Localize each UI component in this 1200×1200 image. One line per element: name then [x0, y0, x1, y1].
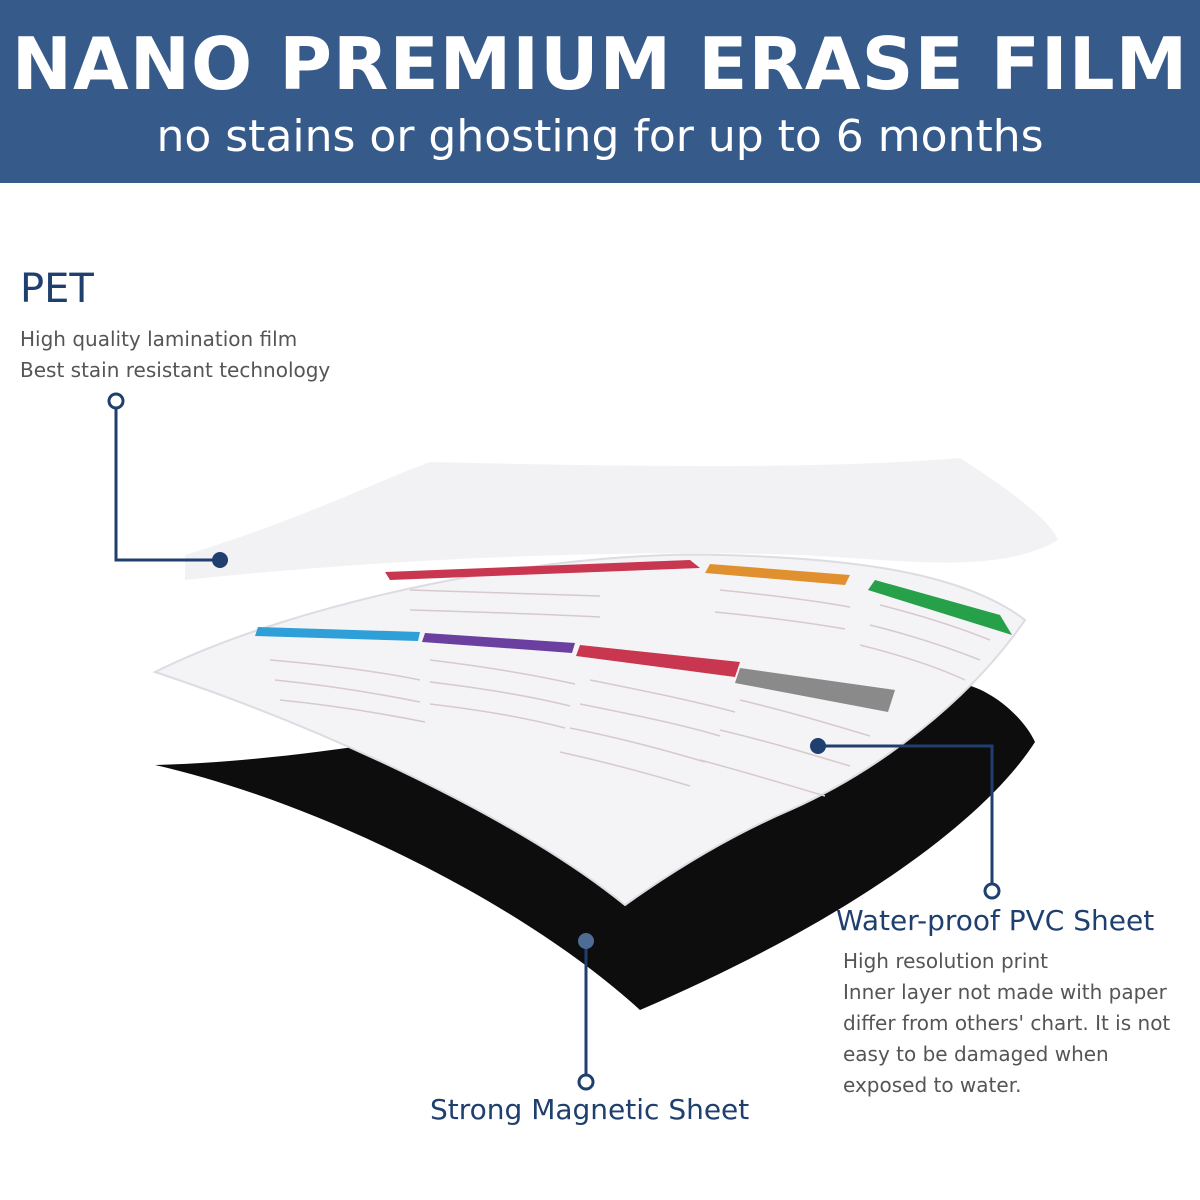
- pet-title: PET: [20, 266, 94, 312]
- page-subtitle: no stains or ghosting for up to 6 months: [156, 111, 1044, 162]
- pvc-line: easy to be damaged when: [843, 1042, 1109, 1066]
- pet-line: High quality lamination film: [20, 327, 298, 351]
- pvc-connector: [818, 744, 994, 890]
- pvc-anchor-dot: [810, 738, 826, 754]
- pvc-line: exposed to water.: [843, 1073, 1022, 1097]
- pvc-description: High resolution print Inner layer not ma…: [843, 946, 1170, 1101]
- magnet-title: Strong Magnetic Sheet: [430, 1093, 750, 1126]
- pet-connector: [114, 402, 220, 562]
- pvc-title: Water-proof PVC Sheet: [836, 904, 1155, 937]
- pet-film: [185, 458, 1058, 580]
- pet-description: High quality lamination film Best stain …: [20, 324, 330, 386]
- pet-anchor-ring: [107, 392, 125, 410]
- page-title: NANO PREMIUM ERASE FILM: [11, 22, 1189, 106]
- pet-line: Best stain resistant technology: [20, 358, 331, 382]
- pvc-anchor-ring: [983, 882, 1001, 900]
- header-banner: NANO PREMIUM ERASE FILM no stains or gho…: [0, 0, 1200, 183]
- pvc-line: Inner layer not made with paper: [843, 980, 1167, 1004]
- magnet-anchor-ring: [577, 1073, 595, 1091]
- magnet-anchor-dot: [578, 933, 594, 949]
- pvc-line: differ from others' chart. It is not: [843, 1011, 1171, 1035]
- pet-anchor-dot: [212, 552, 228, 568]
- pvc-sheet: [152, 553, 1027, 907]
- pvc-line: High resolution print: [843, 949, 1048, 973]
